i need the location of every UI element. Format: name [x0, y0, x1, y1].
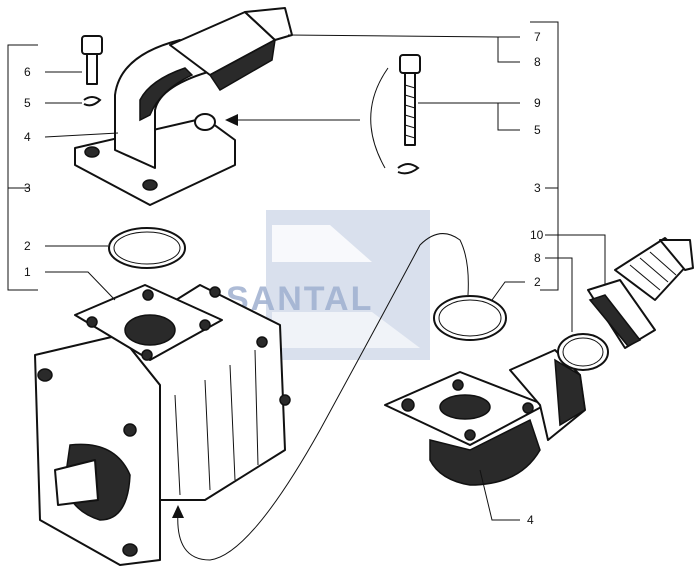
callout-4-left: 4 — [24, 130, 31, 144]
callout-5-left: 5 — [24, 96, 31, 110]
callout-7: 7 — [534, 30, 541, 44]
callout-6: 6 — [24, 65, 31, 79]
bolt-bracket-arc — [370, 67, 389, 169]
left-elbow-flange — [74, 7, 293, 206]
pump-body — [34, 284, 291, 566]
right-washer — [397, 163, 420, 175]
callout-4-bottom: 4 — [527, 513, 534, 527]
callout-3-left: 3 — [24, 181, 31, 195]
bolt-arrow-head — [225, 114, 238, 126]
callout-10: 10 — [530, 228, 544, 242]
watermark-logo: SANTAL — [226, 210, 430, 360]
callout-2-left: 2 — [24, 239, 31, 253]
right-elbow-flange — [384, 349, 586, 486]
left-o-ring — [108, 227, 186, 269]
callout-9: 9 — [534, 96, 541, 110]
bracket-left — [7, 44, 38, 291]
left-bolt — [81, 35, 103, 85]
callout-2-right: 2 — [534, 275, 541, 289]
callout-5-right: 5 — [534, 123, 541, 137]
assembly-arrow-up — [172, 505, 184, 518]
callout-3-right: 3 — [534, 181, 541, 195]
right-seal-ring — [557, 333, 609, 371]
right-o-ring — [433, 295, 507, 341]
bracket-right — [530, 21, 559, 291]
callout-8-top: 8 — [534, 55, 541, 69]
right-fitting — [587, 237, 694, 349]
assembly-path-line — [177, 233, 469, 561]
right-bolt — [399, 54, 421, 146]
callout-1: 1 — [24, 265, 31, 279]
left-washer — [83, 96, 102, 107]
callout-8-right: 8 — [534, 251, 541, 265]
